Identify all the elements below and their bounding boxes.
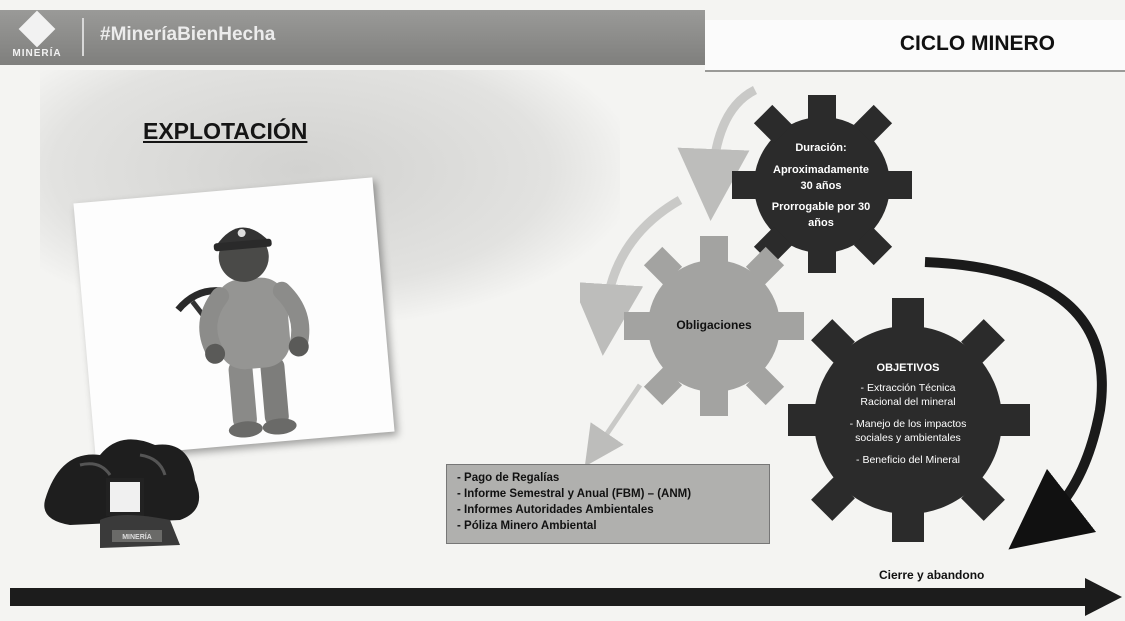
header-divider (82, 18, 84, 56)
miner-body (214, 277, 291, 370)
objetivos-title: OBJETIVOS (876, 362, 940, 374)
list-item: Póliza Minero Ambiental (457, 518, 759, 534)
cycle-arrow-left (580, 196, 683, 356)
objetivos-line: - Beneficio del Mineral (856, 454, 960, 466)
objetivos-line: - Extracción Técnica (860, 382, 956, 394)
list-item: Informe Semestral y Anual (FBM) – (ANM) (457, 486, 759, 502)
gear-objetivos (788, 298, 1030, 542)
coal-sign-text: MINERÍA (122, 532, 152, 541)
cycle-arrow-right (924, 257, 1107, 550)
cierre-label: Cierre y abandono (879, 568, 985, 582)
diamond-icon (18, 10, 56, 48)
duracion-line: años (808, 217, 834, 229)
miner-illustration (73, 177, 395, 458)
mine-entrance (106, 478, 144, 516)
mineria-logo: MINERÍA (6, 10, 68, 62)
mining-cycle-gears (580, 85, 1107, 550)
timeline-arrow (10, 578, 1122, 616)
list-item: Informes Autoridades Ambientales (457, 502, 759, 518)
duracion-line: Prorrogable por 30 (771, 201, 871, 213)
objetivos-line: Racional del mineral (860, 396, 956, 408)
section-title-box: CICLO MINERO (705, 20, 1125, 72)
hashtag: #MineríaBienHecha (100, 24, 276, 45)
obligaciones-label: Obligaciones (676, 318, 752, 332)
cycle-arrow-top (677, 85, 758, 221)
gear-obligaciones (624, 236, 804, 416)
arrow-head-icon (1085, 578, 1122, 616)
miner-leg-left (228, 359, 257, 430)
cycle-arrow-down (584, 383, 643, 467)
page-title: EXPLOTACIÓN (143, 118, 308, 144)
duracion-title: Duración: (795, 142, 847, 154)
coal-pile-illustration: MINERÍA (40, 420, 210, 555)
objetivos-line: sociales y ambientales (855, 432, 961, 444)
objetivos-line: - Manejo de los impactos (849, 418, 967, 430)
gear-duracion (732, 95, 912, 273)
helmet-lamp-icon (237, 229, 246, 238)
list-item: Pago de Regalías (457, 470, 759, 486)
duracion-line: 30 años (800, 180, 842, 192)
duracion-line: Aproximadamente (773, 164, 869, 176)
coal-sign (112, 530, 162, 542)
section-title: CICLO MINERO (899, 32, 1055, 55)
logo-text: MINERÍA (12, 48, 62, 59)
obligations-list: Pago de Regalías Informe Semestral y Anu… (446, 464, 770, 544)
miner-leg-right (260, 356, 289, 427)
header-bar (0, 10, 705, 65)
header: MINERÍA #MineríaBienHecha CICLO MINERO (0, 0, 1125, 72)
